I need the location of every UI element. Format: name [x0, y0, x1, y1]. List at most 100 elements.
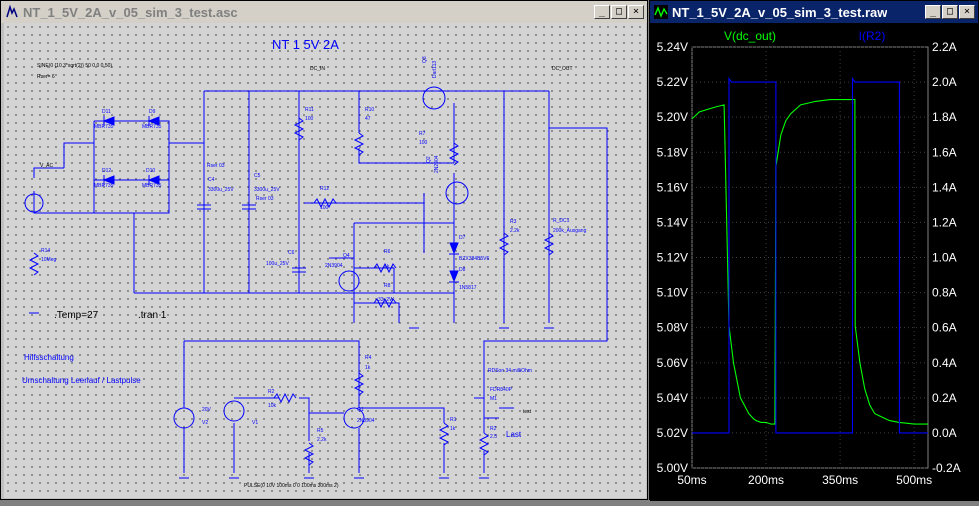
schematic-title-bar[interactable]: NT_1_5V_2A_v_05_sim_3_test.asc _ □ ×: [1, 1, 647, 23]
label-c6: C6: [288, 250, 295, 256]
label-r11: R11: [305, 107, 314, 113]
close-button[interactable]: ×: [628, 5, 644, 19]
label-d10: D10: [146, 168, 156, 174]
y-tick-right: 1.0A: [932, 251, 957, 265]
label-r11-val: 100: [305, 116, 314, 122]
label-r2: R2: [268, 389, 275, 395]
label-r7: R7: [419, 131, 426, 137]
label-v1: V1: [252, 420, 259, 426]
y-tick-right: 0.4A: [932, 356, 957, 370]
label-q4-model: 2N3904: [325, 263, 343, 269]
maximize-button[interactable]: □: [611, 5, 627, 19]
label-r-dc: R_DC1: [553, 218, 570, 224]
comment-umschaltung: Umschaltung Leerlauf / Lastpulse: [22, 376, 141, 385]
label-d7-model: BZX384B5V6: [459, 256, 490, 262]
waveform-window: NT_1_5V_2A_v_05_sim_3_test.raw _ □ × 5.2…: [649, 0, 979, 501]
schematic-canvas[interactable]: NT 1 5V 2A SINE(0 {10.3*sqrt(2)} 50 0 0 …: [4, 23, 646, 498]
net-dc-in: DC_IN: [310, 66, 326, 72]
label-r-last: R2: [490, 426, 497, 432]
y-tick-left: 5.20V: [657, 110, 688, 124]
label-r10: R10: [365, 107, 375, 113]
waveform-window-title: NT_1_5V_2A_v_05_sim_3_test.raw: [672, 4, 888, 20]
schematic-window-title: NT_1_5V_2A_v_05_sim_3_test.asc: [23, 4, 238, 20]
label-r14: R14: [41, 248, 51, 254]
x-tick: 200ms: [748, 473, 784, 487]
label-q4: Q4: [343, 253, 350, 259]
label-r5: R5: [317, 428, 324, 434]
label-r8-val: 33_2W: [378, 297, 394, 303]
label-c4: C4: [208, 177, 215, 183]
y-tick-left: 5.24V: [657, 40, 688, 54]
schematic-drawing: [24, 86, 608, 479]
waveform-title-bar[interactable]: NT_1_5V_2A_v_05_sim_3_test.raw _ □ ×: [650, 1, 978, 23]
y-tick-right: -0.2A: [932, 461, 961, 475]
label-m1-model: FDR840P: [490, 387, 512, 393]
y-tick-left: 5.22V: [657, 75, 688, 89]
label-v2: V2: [202, 420, 209, 426]
label-v2-val: 20V: [202, 407, 211, 413]
y-tick-right: 1.6A: [932, 145, 957, 159]
tran-directive: .tran 1: [138, 310, 167, 321]
label-d7: D7: [459, 235, 466, 241]
net-dc-out: DC_OUT: [552, 66, 573, 72]
label-c5-val: 3300u_25V: [254, 187, 280, 193]
y-tick-right: 1.4A: [932, 180, 957, 194]
label-r4: R4: [365, 355, 372, 361]
legend-v-dc-out: V(dc_out): [724, 29, 776, 43]
label-q2-model: 2N2904: [434, 155, 440, 173]
label-q3-model: Darl113: [432, 60, 438, 78]
y-tick-right: 0.6A: [932, 321, 957, 335]
series-line-v-dc-out: [691, 99, 928, 425]
y-tick-right: 2.0A: [932, 75, 957, 89]
y-tick-right: 2.2A: [932, 40, 957, 54]
minimize-button[interactable]: _: [925, 5, 941, 19]
label-d12-model: MBR735: [94, 183, 114, 189]
label-d10-model: MBR735: [142, 183, 162, 189]
y-tick-right: 1.8A: [932, 110, 957, 124]
minimize-button[interactable]: _: [594, 5, 610, 19]
label-d11-model: MBR735: [94, 124, 114, 130]
label-r2-val: 10k: [268, 403, 277, 409]
label-r10-val: 47: [365, 116, 371, 122]
net-last: Last: [506, 430, 522, 439]
temp-directive: .Temp=27: [54, 310, 99, 321]
label-r3-val: 2.2k: [510, 228, 520, 234]
label-q1-model: 2N3904: [357, 418, 375, 424]
comment-hilfsschaltung: Hilfsschaltung: [24, 353, 74, 362]
schematic-title: NT 1 5V 2A: [272, 37, 339, 52]
label-c4-val: 3300u_25V: [208, 187, 234, 193]
label-c6-val: 100u_25V: [266, 261, 289, 267]
source-spec: SINE(0 {10.3*sqrt(2)} 50 0 0 0 50): [37, 63, 113, 69]
x-tick: 500ms: [896, 473, 932, 487]
label-r1: R1: [450, 417, 457, 423]
y-tick-right: 0.8A: [932, 286, 957, 300]
y-tick-left: 5.04V: [657, 391, 688, 405]
label-r6-val: 1k: [384, 264, 390, 270]
series-line-i-r2: [692, 76, 928, 434]
x-tick: 50ms: [677, 473, 706, 487]
label-d8: D8: [459, 267, 466, 273]
label-m1: M1: [490, 396, 497, 402]
label-r4-val: 1k: [365, 365, 371, 371]
y-tick-right: 0.2A: [932, 391, 957, 405]
label-c5-rser: Rser 03: [256, 196, 274, 202]
label-r8: R8: [384, 283, 391, 289]
ltspice-waveform-icon: [654, 5, 668, 19]
close-button[interactable]: ×: [959, 5, 975, 19]
legend-i-r2: I(R2): [859, 29, 886, 43]
schematic-window: NT_1_5V_2A_v_05_sim_3_test.asc _ □ ×: [0, 0, 648, 500]
y-tick-left: 5.06V: [657, 356, 688, 370]
label-r1-val: 1k: [450, 426, 456, 432]
y-tick-right: 1.2A: [932, 215, 957, 229]
y-tick-left: 5.12V: [657, 251, 688, 265]
x-tick: 350ms: [822, 473, 858, 487]
label-r6: R6: [384, 249, 391, 255]
label-d8-model: 1N5817: [459, 285, 477, 291]
label-r12-val: 100: [320, 205, 329, 211]
rser-label: Rser= 6: [37, 74, 55, 80]
label-r-dc-val: 200k_Ausgang: [553, 228, 587, 234]
label-d9-model: MBR735: [142, 124, 162, 130]
maximize-button[interactable]: □: [942, 5, 958, 19]
y-tick-left: 5.18V: [657, 145, 688, 159]
